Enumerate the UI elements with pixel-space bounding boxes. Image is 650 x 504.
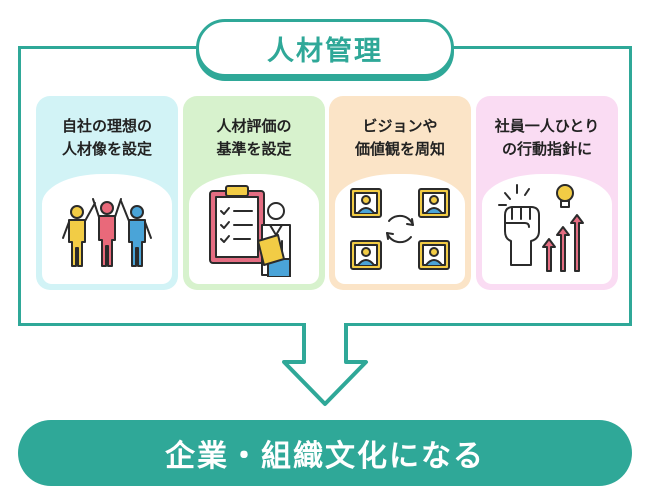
- card-evaluation-criteria: 人材評価の 基準を設定: [183, 96, 325, 290]
- result-text: 企業・組織文化になる: [165, 439, 485, 474]
- people-sharing-cycle-icon: [350, 188, 450, 270]
- card-ideal-talent: 自社の理想の 人材像を設定: [36, 96, 178, 290]
- card-action-guideline: 社員一人ひとり の行動指針に: [476, 96, 618, 290]
- result-banner: 企業・組織文化になる: [18, 420, 632, 486]
- card-label: 自社の理想の 人材像を設定: [61, 117, 152, 158]
- title-pill: 人材管理: [196, 19, 454, 77]
- card-vision-values: ビジョンや 価値観を周知: [329, 96, 471, 290]
- down-arrow-icon: [282, 322, 368, 406]
- title-text: 人材管理: [267, 35, 383, 67]
- card-label: 社員一人ひとり の行動指針に: [494, 117, 600, 158]
- card-label: 人材評価の 基準を設定: [216, 117, 292, 158]
- evaluator-checklist-icon: [209, 185, 291, 277]
- card-label: ビジョンや 価値観を周知: [354, 117, 445, 158]
- people-raising-hands-icon: [62, 198, 152, 267]
- fist-growth-arrows-icon: [498, 184, 584, 272]
